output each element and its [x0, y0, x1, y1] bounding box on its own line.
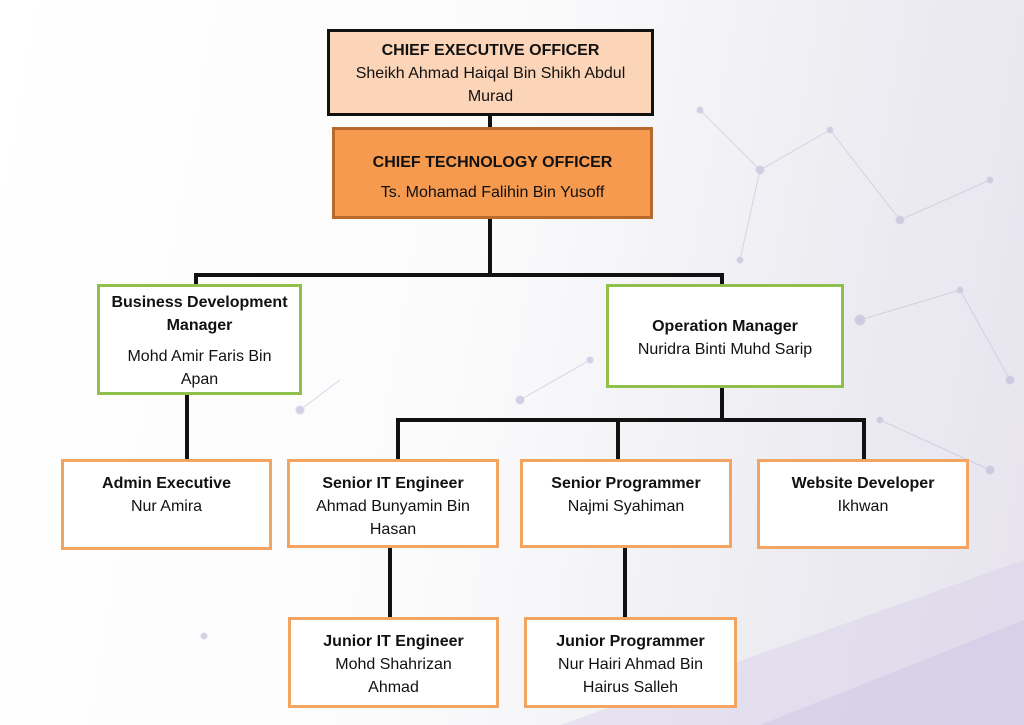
connector-sp	[616, 418, 620, 460]
node-name: Nur Hairi Ahmad Bin Hairus Salleh	[558, 656, 703, 696]
node-name: Najmi Syahiman	[567, 498, 685, 515]
connector-cto-down	[488, 219, 492, 276]
connector-staff-bar	[396, 418, 866, 422]
node-title: Website Developer	[791, 475, 935, 492]
connector-sit	[396, 418, 400, 460]
connector-bdm	[194, 273, 198, 285]
node-name: Ts. Mohamad Falihin Bin Yusoff	[380, 184, 605, 201]
node-sit: Senior IT Engineer Ahmad Bunyamin Bin Ha…	[287, 459, 499, 548]
node-ceo: CHIEF EXECUTIVE OFFICER Sheikh Ahmad Hai…	[327, 29, 654, 116]
node-name: Ikhwan	[837, 498, 889, 515]
node-name: Ahmad Bunyamin Bin Hasan	[316, 498, 470, 538]
node-title: CHIEF EXECUTIVE OFFICER	[381, 42, 600, 59]
node-cto: CHIEF TECHNOLOGY OFFICER Ts. Mohamad Fal…	[332, 127, 653, 219]
node-wd: Website Developer Ikhwan	[757, 459, 969, 549]
node-bdm: Business Development Manager Mohd Amir F…	[97, 284, 302, 395]
connector-sit-jit	[388, 547, 392, 618]
node-title: Junior IT Engineer	[323, 633, 464, 650]
connector-om	[720, 273, 724, 285]
connector-ceo-cto	[488, 115, 492, 128]
node-om: Operation Manager Nuridra Binti Muhd Sar…	[606, 284, 844, 388]
node-admin: Admin Executive Nur Amira	[61, 459, 272, 550]
node-title: Junior Programmer	[556, 633, 705, 650]
node-sp: Senior Programmer Najmi Syahiman	[520, 459, 732, 548]
node-title: Operation Manager	[652, 318, 798, 335]
node-name: Nur Amira	[130, 498, 203, 515]
connector-bdm-admin	[185, 394, 189, 460]
node-name: Mohd Amir Faris Bin Apan	[127, 348, 272, 388]
node-title: Senior Programmer	[551, 475, 701, 492]
connector-sp-jp	[623, 547, 627, 618]
node-title: Business Development Manager	[111, 294, 288, 334]
node-name: Nuridra Binti Muhd Sarip	[637, 341, 813, 358]
node-name: Mohd Shahrizan Ahmad	[335, 656, 452, 696]
connector-om-down	[720, 387, 724, 422]
node-title: Senior IT Engineer	[322, 475, 464, 492]
node-jp: Junior Programmer Nur Hairi Ahmad Bin Ha…	[524, 617, 737, 708]
node-jit: Junior IT Engineer Mohd Shahrizan Ahmad	[288, 617, 499, 708]
node-title: Admin Executive	[102, 475, 231, 492]
node-name: Sheikh Ahmad Haiqal Bin Shikh Abdul Mura…	[355, 65, 626, 105]
connector-managers-bar	[194, 273, 724, 277]
node-title: CHIEF TECHNOLOGY OFFICER	[372, 154, 613, 171]
connector-wd	[862, 418, 866, 460]
